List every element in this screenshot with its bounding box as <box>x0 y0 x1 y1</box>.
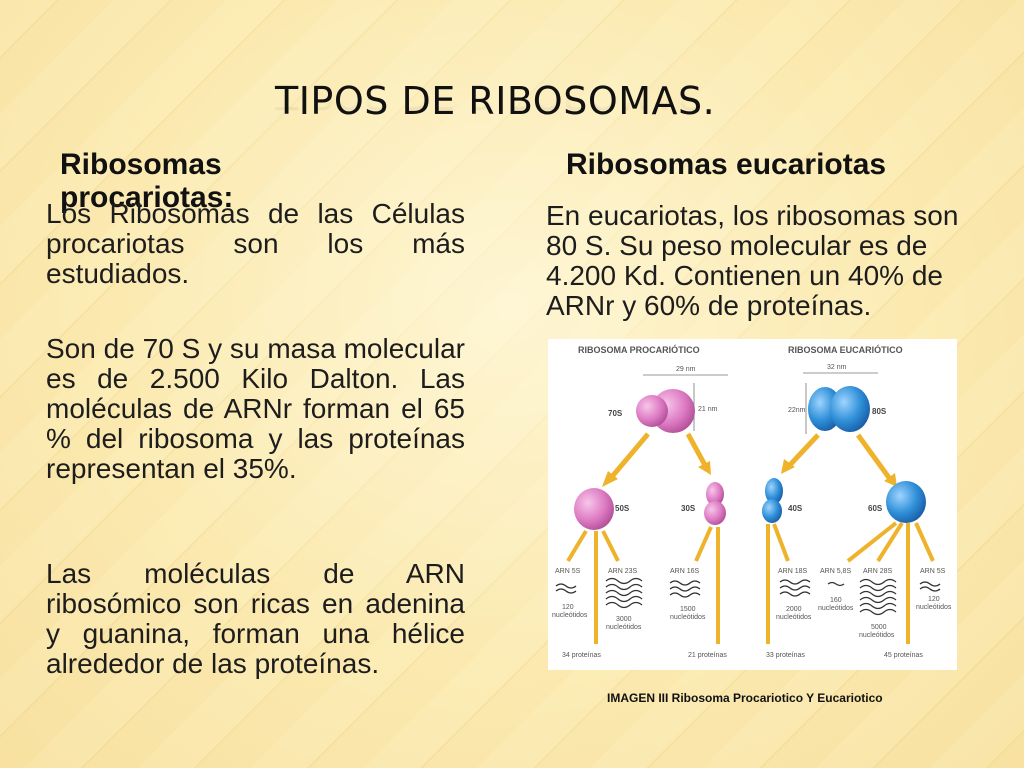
prok-30s-subunit-bottom <box>704 501 726 525</box>
prok-rna-1-strand <box>555 583 577 594</box>
slide-title-reflection: TIPOS DE RIBOSOMAS. <box>275 73 716 117</box>
euk-rna-3-strand <box>859 578 897 616</box>
split-arrows <box>608 432 893 481</box>
split-arrowheads <box>602 459 897 487</box>
euk-small-proteins: 33 proteínas <box>766 652 805 659</box>
figure-caption: IMAGEN III Ribosoma Procariotico Y Eucar… <box>607 691 883 705</box>
prok-rna-3-name: ARN 16S <box>670 568 700 575</box>
euk-rna-4-unit: nucleótidos <box>916 604 952 611</box>
euk-60s-subunit <box>886 481 926 523</box>
prok-header: RIBOSOMA PROCARIÓTICO <box>578 344 700 355</box>
euk-rna-1-strand <box>779 579 811 597</box>
prok-rna-2-unit: nucleótidos <box>606 624 642 631</box>
euk-40s-subunit-bottom <box>762 499 782 523</box>
euk-60s-label: 60S <box>868 504 883 513</box>
ribosome-diagram: RIBOSOMA PROCARIÓTICO RIBOSOMA EUCARIÓTI… <box>552 344 952 659</box>
prok-rna-1-count: 120 <box>562 604 574 611</box>
component-arrows <box>566 521 935 644</box>
euk-40s-label: 40S <box>788 504 803 513</box>
prok-70s-label: 70S <box>608 409 623 418</box>
euk-height-label: 22nm <box>788 407 806 414</box>
prok-30s-label: 30S <box>681 504 696 513</box>
euk-rna-4-strand <box>919 581 941 592</box>
euk-40s-subunit-top <box>765 478 783 504</box>
eukaryote-paragraph: En eucariotas, los ribosomas son 80 S. S… <box>546 201 959 321</box>
euk-rna-1-count: 2000 <box>786 606 802 613</box>
slide-title: TIPOS DE RIBOSOMAS. <box>275 79 716 123</box>
euk-rna-2-unit: nucleótidos <box>818 605 854 612</box>
euk-rna-3-unit: nucleótidos <box>859 632 895 639</box>
prok-width-label: 29 nm <box>676 366 696 373</box>
euk-rna-2-count: 160 <box>830 597 842 604</box>
prokaryote-paragraph-3: Las moléculas de ARN ribosómico son rica… <box>46 558 465 679</box>
prok-rna-2-count: 3000 <box>616 616 632 623</box>
euk-rna-2-name: ARN 5,8S <box>820 568 851 575</box>
euk-rna-3-name: ARN 28S <box>863 568 893 575</box>
rna-strands <box>555 577 941 616</box>
prok-rna-1-unit: nucleótidos <box>552 612 588 619</box>
prok-70s-ribosome <box>636 389 695 433</box>
prok-small-proteins: 21 proteínas <box>688 652 727 659</box>
prokaryote-heading: Ribosomas procariotas: <box>60 148 234 214</box>
euk-rna-1-name: ARN 18S <box>778 568 808 575</box>
prok-large-proteins: 34 proteínas <box>562 652 601 659</box>
prok-height-label: 21 nm <box>698 406 718 413</box>
prok-rna-3-count: 1500 <box>680 606 696 613</box>
prok-rna-2-strand <box>605 577 643 609</box>
euk-rna-1-unit: nucleótidos <box>776 614 812 621</box>
eukaryote-heading: Ribosomas eucariotas <box>566 148 887 181</box>
prok-50s-subunit <box>574 488 614 530</box>
euk-80s-ribosome <box>808 386 870 432</box>
prok-50s-label: 50S <box>615 504 630 513</box>
prok-rna-3-strand <box>669 580 701 598</box>
euk-large-proteins: 45 proteínas <box>884 652 923 659</box>
euk-header: RIBOSOMA EUCARIÓTICO <box>788 344 903 355</box>
euk-rna-4-name: ARN 5S <box>920 568 946 575</box>
prok-rna-2-name: ARN 23S <box>608 568 638 575</box>
euk-rna-3-count: 5000 <box>871 624 887 631</box>
ribosome-figure: RIBOSOMA PROCARIÓTICO RIBOSOMA EUCARIÓTI… <box>548 339 957 670</box>
prokaryote-paragraph-2: Son de 70 S y su masa molecular es de 2.… <box>46 333 465 484</box>
prok-30s-subunit-top <box>706 482 724 506</box>
euk-80s-label: 80S <box>872 407 887 416</box>
prok-rna-1-name: ARN 5S <box>555 568 581 575</box>
euk-rna-4-count: 120 <box>928 596 940 603</box>
prokaryote-paragraph-1: Los Ribosomas de las Células procariotas… <box>46 198 465 289</box>
euk-width-label: 32 nm <box>827 364 847 371</box>
euk-rna-2-strand <box>827 581 845 587</box>
prok-rna-3-unit: nucleótidos <box>670 614 706 621</box>
